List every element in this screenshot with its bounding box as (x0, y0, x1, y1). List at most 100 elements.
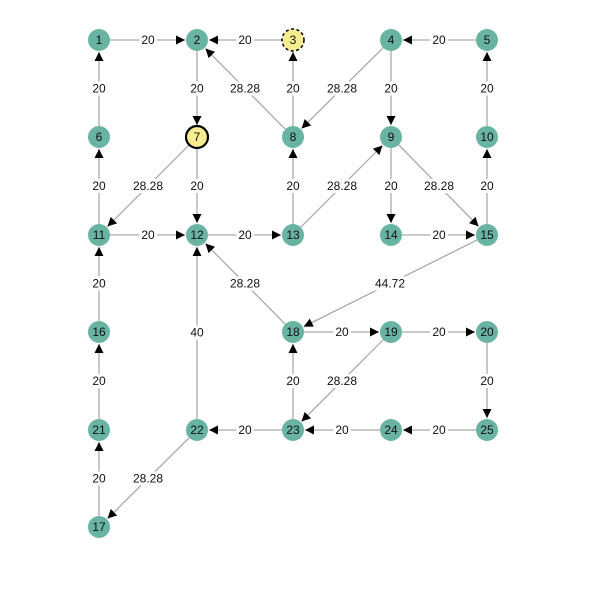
edge-label-bg (478, 179, 496, 193)
node-label: 4 (388, 33, 395, 47)
node-22[interactable]: 22 (186, 419, 208, 441)
edge-label-10-5: 20 (480, 82, 494, 96)
edge-label-13-9: 28.28 (327, 179, 357, 193)
edge-label-bg (478, 81, 496, 96)
node-12[interactable]: 12 (186, 224, 208, 246)
node-4[interactable]: 4 (380, 29, 402, 51)
edge-label-bg (90, 276, 108, 291)
node-20[interactable]: 20 (476, 321, 498, 343)
node-label: 12 (190, 228, 204, 242)
node-label: 7 (194, 130, 201, 144)
node-9[interactable]: 9 (380, 126, 402, 148)
node-circle[interactable] (88, 29, 110, 51)
edge-label-11-6: 20 (92, 179, 106, 193)
node-circle[interactable] (282, 419, 304, 441)
edge-label-bg (129, 179, 167, 193)
edge-label-bg (284, 179, 302, 193)
node-circle[interactable] (476, 321, 498, 343)
edge-label-bg (430, 325, 448, 339)
node-label: 11 (93, 228, 106, 242)
node-circle[interactable] (282, 321, 304, 343)
edge-label-bg (236, 33, 254, 47)
node-circle[interactable] (88, 419, 110, 441)
node-6[interactable]: 6 (88, 126, 110, 148)
node-18[interactable]: 18 (282, 321, 304, 343)
node-circle[interactable] (184, 124, 210, 150)
edge-label-bg (323, 81, 361, 96)
edge-label-bg (188, 325, 206, 340)
node-2[interactable]: 2 (186, 29, 208, 51)
node-circle[interactable] (186, 29, 208, 51)
node-11[interactable]: 11 (88, 224, 110, 246)
node-10[interactable]: 10 (476, 126, 498, 148)
node-circle[interactable] (380, 126, 402, 148)
node-15[interactable]: 15 (476, 224, 498, 246)
node-label: 16 (92, 325, 106, 339)
node-label: 1 (96, 33, 103, 47)
edge-label-bg (284, 374, 302, 388)
node-circle[interactable] (186, 419, 208, 441)
node-circle[interactable] (282, 224, 304, 246)
edge-label-21-16: 20 (92, 374, 106, 388)
node-label: 24 (384, 423, 398, 437)
node-24[interactable]: 24 (380, 419, 402, 441)
edge-label-22-17: 28.28 (133, 472, 163, 486)
node-14[interactable]: 14 (380, 224, 402, 246)
node-circle[interactable] (476, 29, 498, 51)
node-circle[interactable] (380, 419, 402, 441)
edge-label-bg (90, 471, 108, 486)
node-label: 18 (286, 325, 300, 339)
node-17[interactable]: 17 (88, 516, 110, 538)
node-circle[interactable] (88, 321, 110, 343)
edge-label-4-8: 28.28 (327, 82, 357, 96)
node-25[interactable]: 25 (476, 419, 498, 441)
edge-label-9-15: 28.28 (424, 179, 454, 193)
edge-label-1-2: 20 (141, 33, 155, 47)
edge-label-12-13: 20 (238, 228, 252, 242)
node-23[interactable]: 23 (282, 419, 304, 441)
node-1[interactable]: 1 (88, 29, 110, 51)
node-8[interactable]: 8 (282, 126, 304, 148)
edge-label-20-25: 20 (480, 374, 494, 388)
node-circle[interactable] (88, 516, 110, 538)
edge-label-15-18: 44.72 (375, 277, 405, 291)
node-5[interactable]: 5 (476, 29, 498, 51)
node-7[interactable]: 7 (184, 124, 210, 150)
node-circle[interactable] (186, 224, 208, 246)
node-13[interactable]: 13 (282, 224, 304, 246)
edge-label-bg (188, 81, 206, 96)
node-circle[interactable] (282, 126, 304, 148)
node-3[interactable]: 3 (281, 28, 305, 52)
node-circle[interactable] (380, 224, 402, 246)
node-label: 20 (480, 325, 494, 339)
node-21[interactable]: 21 (88, 419, 110, 441)
edge-label-bg (323, 179, 361, 193)
node-circle[interactable] (380, 29, 402, 51)
node-label: 2 (194, 33, 201, 47)
node-circle[interactable] (380, 321, 402, 343)
node-19[interactable]: 19 (380, 321, 402, 343)
edge-label-4-9: 20 (384, 82, 398, 96)
node-circle[interactable] (476, 126, 498, 148)
node-circle[interactable] (88, 224, 110, 246)
edge-label-bg (139, 33, 157, 47)
edge-labels-layer: 20 20 20 20 28.28 20 28.28 20 20 20 20 28.28 20 20 28.… (90, 33, 496, 486)
edge-label-17-21: 20 (92, 472, 106, 486)
edge-label-15-10: 20 (480, 179, 494, 193)
node-16[interactable]: 16 (88, 321, 110, 343)
node-circle[interactable] (281, 28, 305, 52)
edge-label-3-2: 20 (238, 33, 252, 47)
edge-label-bg (226, 81, 264, 96)
node-circle[interactable] (476, 224, 498, 246)
edge-label-bg (284, 81, 302, 96)
edge-label-14-15: 20 (432, 228, 446, 242)
node-label: 14 (384, 228, 398, 242)
node-circle[interactable] (88, 126, 110, 148)
node-label: 3 (290, 33, 297, 47)
node-circle[interactable] (476, 419, 498, 441)
edge-label-bg (371, 276, 409, 291)
node-label: 8 (290, 130, 297, 144)
edge-label-bg (382, 81, 400, 96)
edge-label-bg (430, 423, 448, 437)
